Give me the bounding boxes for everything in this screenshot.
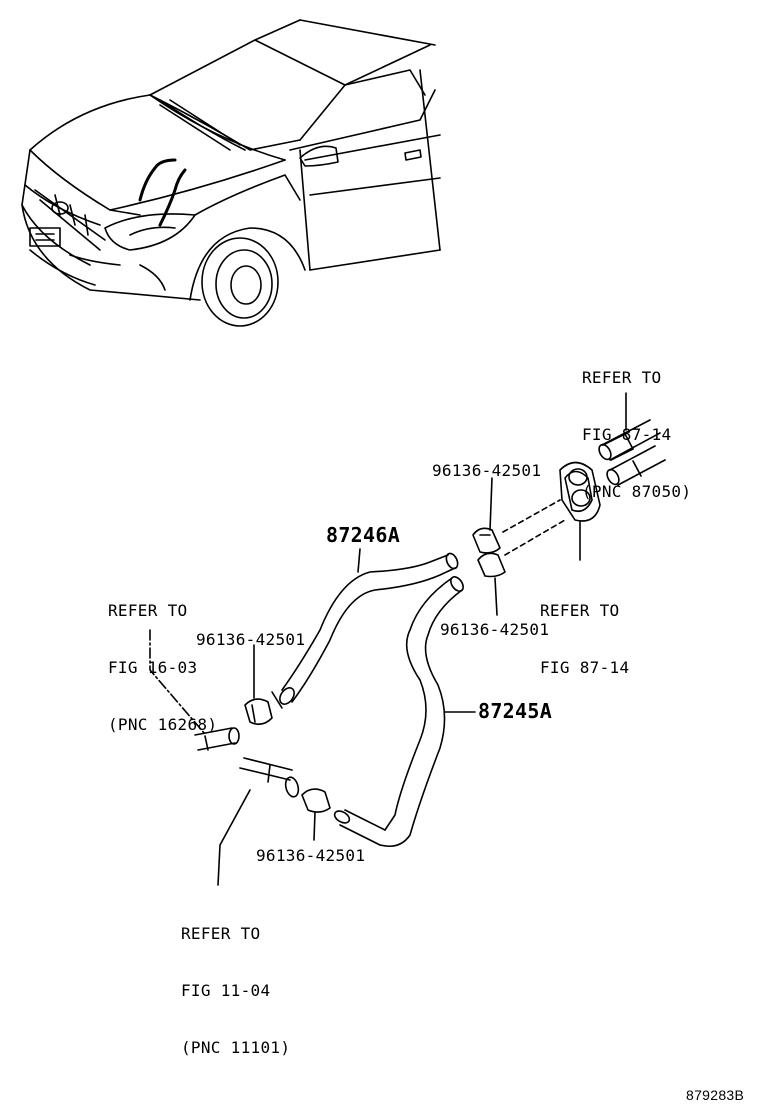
grommet	[502, 461, 601, 561]
hose-87246a	[271, 548, 459, 709]
refer-87050-line-2: FIG 87-14	[582, 425, 672, 444]
figure-number: 879283B	[686, 1087, 745, 1103]
refer-fig-11-04-pnc-11101: REFER TO FIG 11-04 (PNC 11101)	[181, 886, 290, 1095]
bottom-pipe-clamp	[217, 757, 331, 886]
hose-87245a	[333, 576, 476, 848]
refer-87050-line-3: (PNC 87050)	[582, 482, 692, 501]
clamps-top	[472, 477, 506, 616]
car-illustration	[21, 19, 441, 327]
refer-16268-line-3: (PNC 16268)	[108, 715, 218, 734]
refer-87050-line-1: REFER TO	[582, 368, 662, 387]
refer-87-14-line-1: REFER TO	[540, 601, 620, 620]
refer-11101-line-2: FIG 11-04	[181, 981, 271, 1000]
refer-87-14-line-2: FIG 87-14	[540, 658, 630, 677]
refer-fig-16-03-pnc-16268: REFER TO FIG 16-03 (PNC 16268)	[108, 563, 217, 772]
refer-11101-line-3: (PNC 11101)	[181, 1038, 291, 1057]
heater-unit-pipes	[598, 392, 666, 486]
refer-16268-line-1: REFER TO	[108, 601, 188, 620]
part-label-87246a: 87246A	[326, 523, 401, 547]
refer-16268-line-2: FIG 16-03	[108, 658, 198, 677]
clamp-label-bottom: 96136-42501	[256, 846, 366, 865]
refer-11101-line-1: REFER TO	[181, 924, 261, 943]
clamp-label-right: 96136-42501	[440, 620, 550, 639]
refer-fig-87-14-pnc-87050: REFER TO FIG 87-14 (PNC 87050)	[582, 330, 691, 539]
clamp-label-top: 96136-42501	[432, 461, 542, 480]
refer-fig-87-14: REFER TO FIG 87-14	[540, 563, 629, 715]
part-label-87245a: 87245A	[478, 699, 553, 723]
clamp-label-left: 96136-42501	[196, 630, 306, 649]
left-pipe-clamp	[149, 629, 273, 751]
